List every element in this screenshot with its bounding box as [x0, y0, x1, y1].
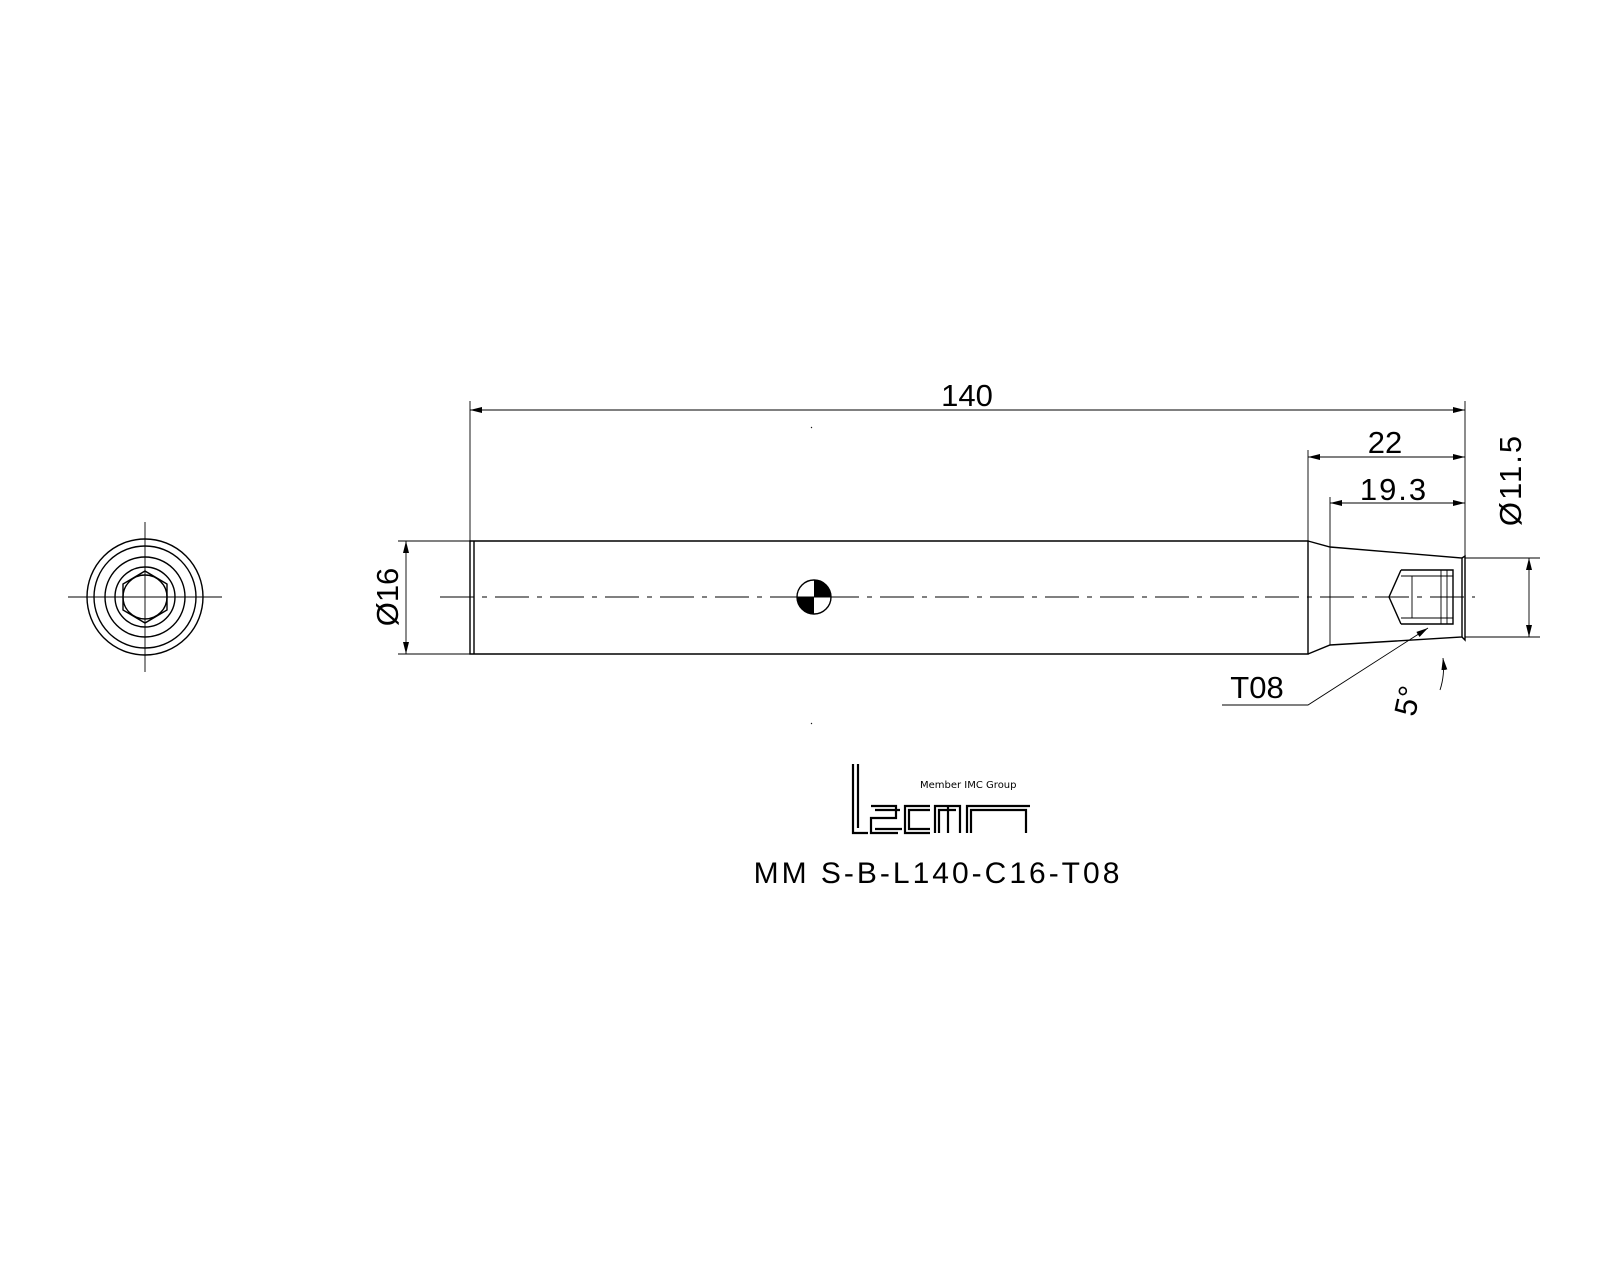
- neck-taper: [1307, 540, 1463, 655]
- thread-callout: T08: [1230, 670, 1283, 705]
- side-view: [440, 540, 1475, 655]
- t08-leader: [1222, 627, 1429, 706]
- iscar-logo: Member IMC Group: [851, 764, 1030, 835]
- dim-neck-diameter: Ø11.5: [1493, 434, 1528, 526]
- part-number: MM S-B-L140-C16-T08: [754, 857, 1123, 890]
- logo-tagline: Member IMC Group: [920, 780, 1017, 791]
- end-view: [68, 522, 222, 672]
- end-view-inner-circle: [122, 574, 168, 620]
- angle-arrow: [1439, 657, 1448, 691]
- dim-overall-length: 140: [941, 378, 993, 413]
- tick-mark-top: [810, 426, 813, 429]
- thread-bore: [1401, 569, 1454, 625]
- center-of-gravity-symbol: [796, 579, 832, 615]
- thread-end: [1461, 554, 1466, 642]
- end-view-hex-socket: [122, 570, 168, 624]
- taper-angle-label: 5°: [1388, 683, 1428, 719]
- end-view-circle-4: [114, 566, 176, 628]
- dimension-lines: [398, 401, 1540, 706]
- drill-point: [1388, 569, 1402, 625]
- shank-body: [469, 540, 1309, 655]
- dim-taper-length: 19.3: [1360, 472, 1428, 507]
- dim-shank-diameter: Ø16: [370, 568, 405, 627]
- end-view-outer-circle: [86, 538, 204, 656]
- end-view-circle-2: [93, 545, 197, 649]
- end-view-circle-3: [104, 556, 186, 638]
- logo-mark: [851, 764, 1030, 835]
- dim-neck-length: 22: [1368, 425, 1402, 460]
- tick-mark-bottom: [810, 722, 813, 725]
